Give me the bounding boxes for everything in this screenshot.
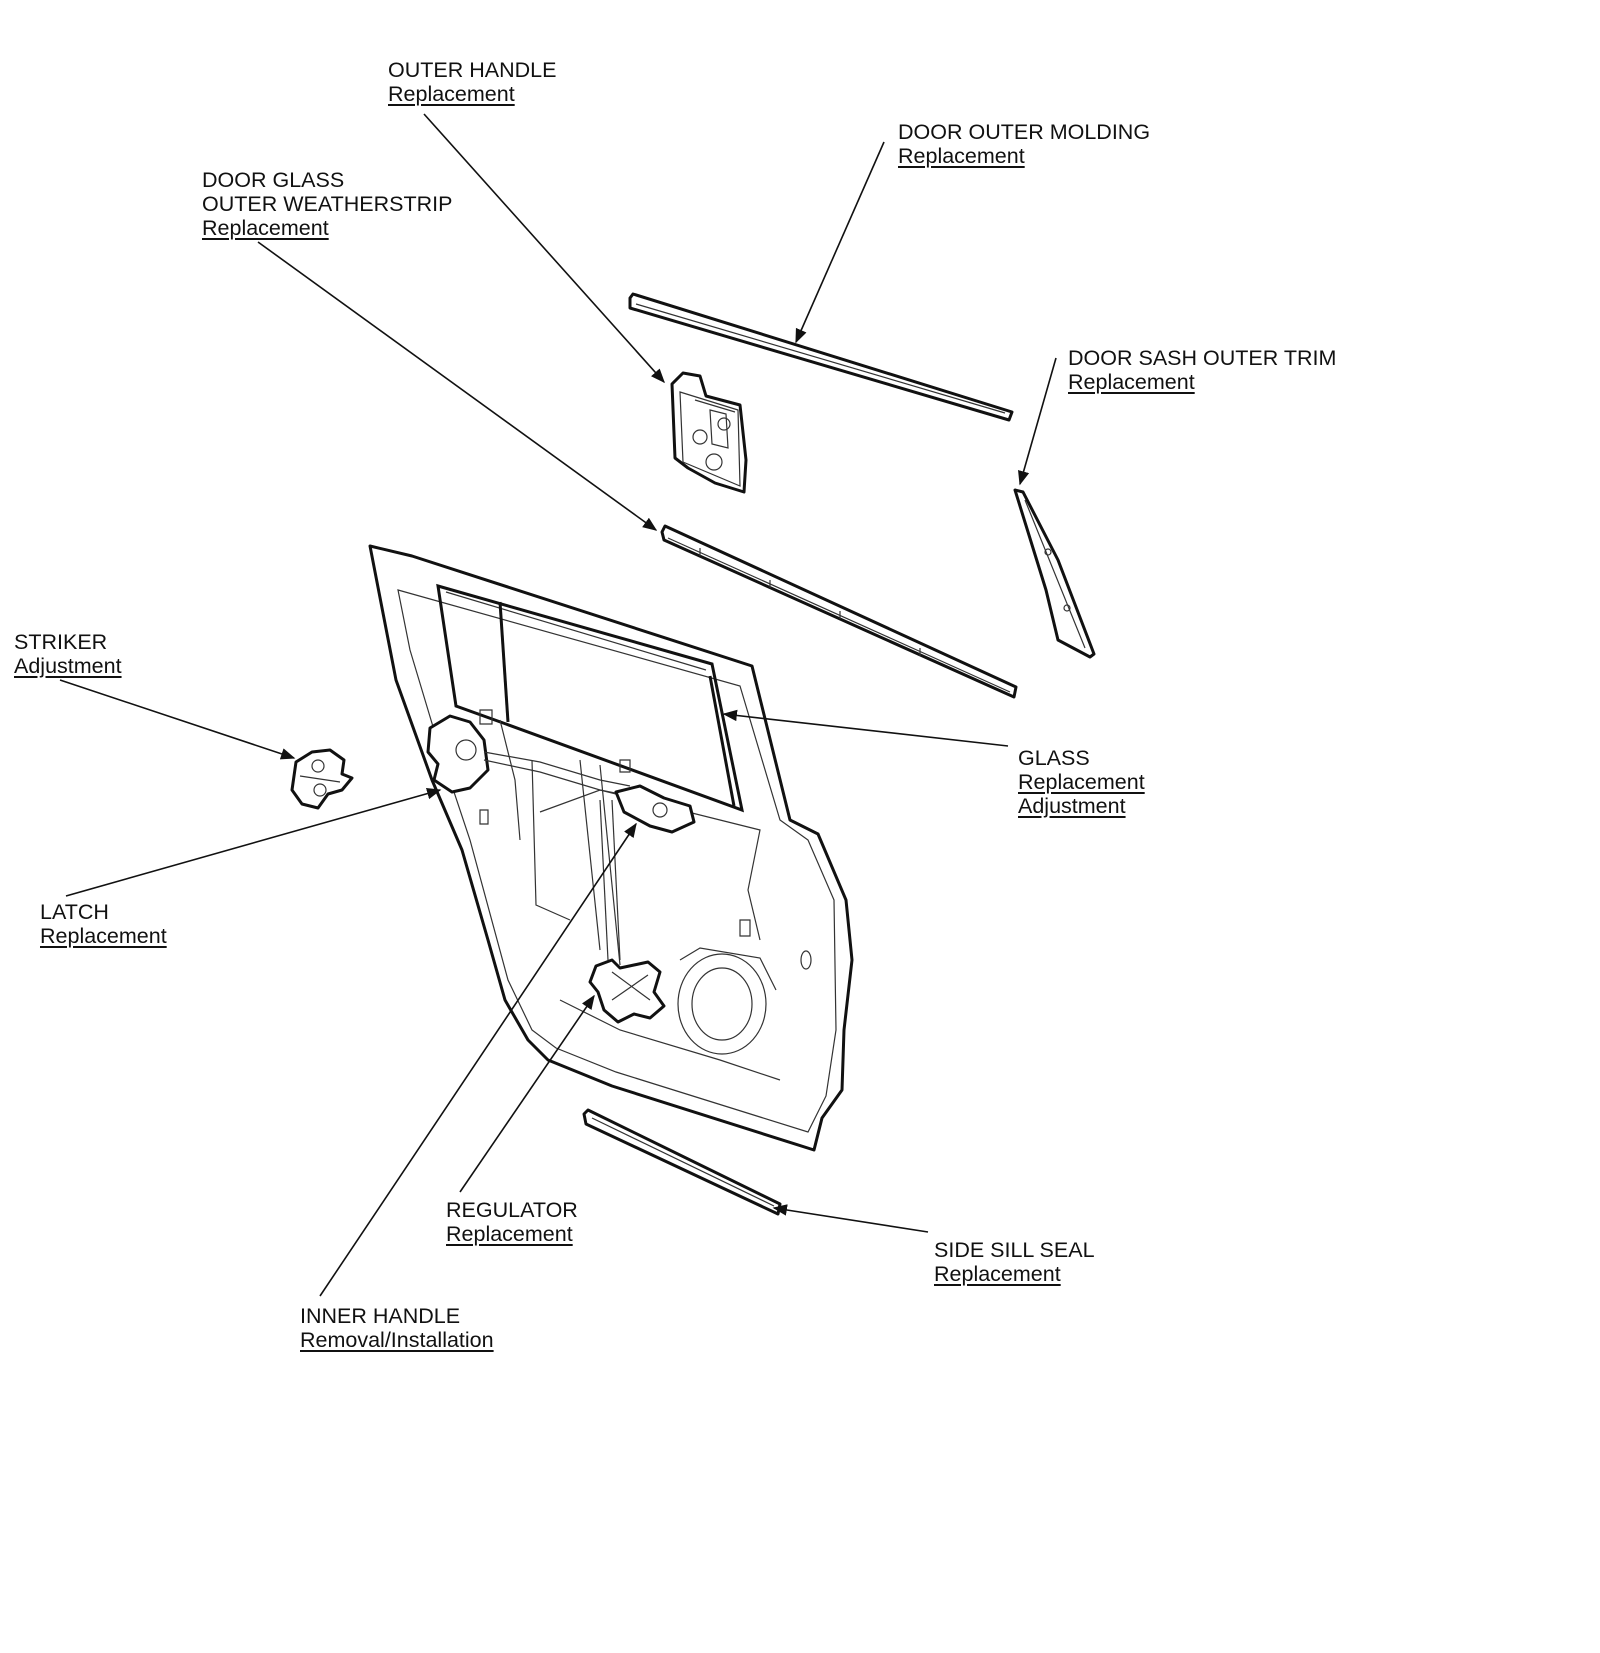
- side-sill-seal-replacement-link[interactable]: Replacement: [934, 1262, 1061, 1286]
- leader-inner-handle: [319, 822, 637, 1297]
- glass-replacement-link[interactable]: Replacement: [1018, 770, 1145, 794]
- outer-weatherstrip-label-line2: OUTER WEATHERSTRIP: [202, 192, 453, 216]
- regulator-callout: REGULATOR Replacement: [446, 1198, 578, 1246]
- door-outer-molding-label: DOOR OUTER MOLDING: [898, 120, 1151, 144]
- leader-outer-weatherstrip: [257, 241, 658, 531]
- door-sash-outer-trim-part: [1013, 488, 1096, 659]
- regulator-label: REGULATOR: [446, 1198, 578, 1222]
- leader-lines: [59, 113, 1057, 1297]
- leader-glass: [722, 709, 1009, 747]
- latch-label: LATCH: [40, 900, 109, 924]
- leader-outer-handle: [423, 113, 665, 384]
- door-outer-molding-replacement-link[interactable]: Replacement: [898, 144, 1025, 168]
- striker-part: [290, 748, 354, 810]
- glass-callout: GLASS Replacement Adjustment: [1018, 746, 1145, 818]
- inner-handle-callout: INNER HANDLE Removal/Installation: [300, 1304, 494, 1352]
- striker-label: STRIKER: [14, 630, 108, 654]
- outer-handle-callout: OUTER HANDLE Replacement: [388, 58, 556, 106]
- outer-weatherstrip-replacement-link[interactable]: Replacement: [202, 216, 329, 240]
- regulator-replacement-link[interactable]: Replacement: [446, 1222, 573, 1246]
- latch-replacement-link[interactable]: Replacement: [40, 924, 167, 948]
- glass-adjustment-link[interactable]: Adjustment: [1018, 794, 1126, 818]
- striker-adjustment-link[interactable]: Adjustment: [14, 654, 122, 678]
- door-outer-molding-callout: DOOR OUTER MOLDING Replacement: [898, 120, 1150, 168]
- inner-handle-removal-installation-link[interactable]: Removal/Installation: [300, 1328, 494, 1352]
- inner-handle-label: INNER HANDLE: [300, 1304, 461, 1328]
- door-sash-outer-trim-replacement-link[interactable]: Replacement: [1068, 370, 1195, 394]
- leader-striker: [59, 679, 296, 760]
- door-outer-molding-part: [628, 292, 1014, 422]
- glass-label: GLASS: [1018, 746, 1090, 770]
- leader-regulator: [459, 994, 595, 1193]
- outer-handle-part: [670, 371, 748, 494]
- leader-door-outer-molding: [795, 141, 885, 344]
- outer-weatherstrip-label-line1: DOOR GLASS: [202, 168, 345, 192]
- outer-handle-label: OUTER HANDLE: [388, 58, 557, 82]
- door-shell-part: [368, 544, 854, 1152]
- latch-callout: LATCH Replacement: [40, 900, 167, 948]
- striker-callout: STRIKER Adjustment: [14, 630, 122, 678]
- side-sill-seal-callout: SIDE SILL SEAL Replacement: [934, 1238, 1095, 1286]
- side-sill-seal-label: SIDE SILL SEAL: [934, 1238, 1095, 1262]
- leader-latch: [65, 787, 442, 897]
- outer-weatherstrip-part: [660, 524, 1018, 699]
- door-sash-outer-trim-label: DOOR SASH OUTER TRIM: [1068, 346, 1337, 370]
- outer-handle-replacement-link[interactable]: Replacement: [388, 82, 515, 106]
- leader-side-sill-seal: [772, 1204, 929, 1233]
- outer-weatherstrip-callout: DOOR GLASS OUTER WEATHERSTRIP Replacemen…: [202, 168, 452, 240]
- leader-door-sash-outer-trim: [1018, 357, 1057, 486]
- door-sash-outer-trim-callout: DOOR SASH OUTER TRIM Replacement: [1068, 346, 1336, 394]
